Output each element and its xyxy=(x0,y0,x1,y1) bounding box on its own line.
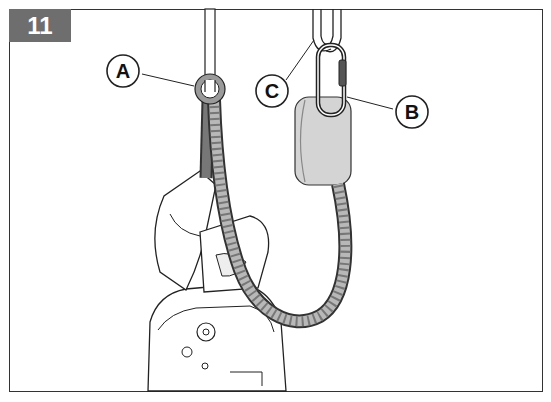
callout-text: A xyxy=(116,61,130,81)
callout-circle xyxy=(256,75,288,107)
device-rivet xyxy=(182,347,192,357)
figure-number-text: 11 xyxy=(27,14,52,38)
leader-line xyxy=(347,97,393,109)
figure-frame xyxy=(10,10,543,392)
device-rivet xyxy=(197,323,215,341)
leader-line xyxy=(142,74,194,86)
device-edge xyxy=(158,306,274,332)
callout-letter: A xyxy=(106,54,140,88)
callout-circle xyxy=(107,55,139,87)
callout-letter: B xyxy=(395,95,429,129)
pouch-edge xyxy=(301,100,306,182)
callout-letter: C xyxy=(255,74,289,108)
lanyard-texture xyxy=(214,100,345,321)
callout-circle xyxy=(396,96,428,128)
sling xyxy=(321,9,331,45)
rope xyxy=(205,80,215,92)
device-rivet xyxy=(203,329,209,335)
figure-number: 11 xyxy=(9,9,71,42)
device-edge xyxy=(230,372,262,386)
device-edge xyxy=(170,214,200,236)
rope xyxy=(205,80,215,92)
ring-hole xyxy=(201,80,219,98)
callout-text: B xyxy=(405,102,419,122)
lanyard xyxy=(214,100,345,321)
leader-line xyxy=(286,40,314,80)
lanyard xyxy=(214,100,345,321)
device-rivet xyxy=(202,363,208,369)
carabiner-gate xyxy=(339,60,346,86)
ring xyxy=(195,74,225,104)
sling xyxy=(326,9,333,46)
callout-text: C xyxy=(265,81,279,101)
